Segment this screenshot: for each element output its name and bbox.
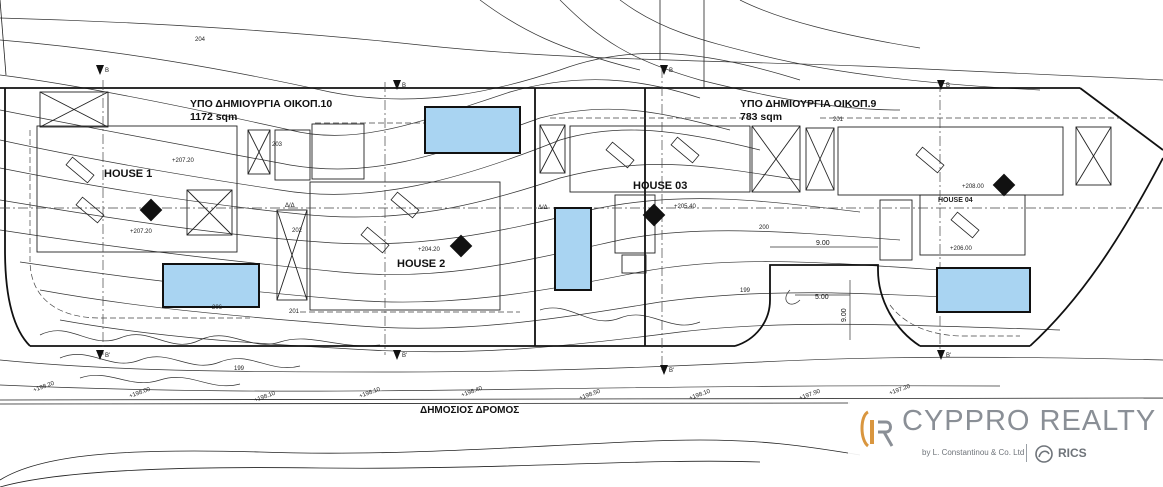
plot-10-name: ΥΠΟ ΔΗΜΙΟΥΡΓΙΑ ΟΙΚΟΠ.10 — [190, 98, 332, 110]
level-mark: Δ/Δ — [285, 203, 295, 209]
brand-name: CYPPRO REALTY — [902, 405, 1157, 437]
section-mark: B' — [946, 353, 951, 359]
level-mark: Δ/Δ — [538, 205, 548, 211]
road-level: +198.10 — [359, 387, 382, 400]
contour-label: 203 — [272, 142, 283, 148]
road-level: +198.10 — [689, 389, 712, 402]
pool-house-3 — [554, 207, 592, 291]
spot-level: +208.00 — [962, 184, 985, 190]
dimension-label: 5.00 — [815, 294, 829, 301]
road-level: +198.20 — [33, 381, 56, 394]
contour-label: 200 — [759, 225, 770, 231]
contour-label: 201 — [289, 309, 300, 315]
contour-label: 202 — [292, 228, 303, 234]
spot-level: +205.40 — [674, 204, 697, 210]
section-mark: B — [105, 68, 109, 74]
section-mark: B' — [105, 353, 110, 359]
contour-label: 199 — [234, 366, 245, 372]
section-markers — [96, 65, 945, 375]
pool-house-1 — [162, 263, 260, 308]
section-mark: B — [402, 83, 406, 89]
section-mark: B — [946, 83, 950, 89]
contour-lines — [0, 0, 1163, 392]
road-level: +198.00 — [129, 387, 152, 400]
section-mark: B' — [402, 353, 407, 359]
spot-level: +206.00 — [950, 246, 973, 252]
spot-level: +207.20 — [130, 229, 153, 235]
brand-divider — [1026, 444, 1027, 462]
dimension-lines — [770, 246, 878, 340]
dimension-label: 9.00 — [816, 240, 830, 247]
section-mark: B' — [669, 368, 674, 374]
house-2-label: HOUSE 2 — [397, 258, 445, 270]
pool-house-2 — [424, 106, 521, 154]
brand-logo-icon — [860, 410, 894, 448]
road-level: +198.40 — [461, 386, 484, 399]
rics-label: RICS — [1058, 446, 1087, 460]
spot-level: +204.20 — [418, 247, 441, 253]
contour-label: 204 — [195, 37, 206, 43]
pools — [162, 106, 1031, 313]
road-level: +198.10 — [254, 391, 277, 404]
road-level: +197.90 — [799, 389, 822, 402]
house-03-label: HOUSE 03 — [633, 180, 687, 192]
spot-level: +207.20 — [172, 158, 195, 164]
dimension-label: 9.00 — [841, 308, 848, 322]
building-outlines — [36, 91, 1112, 311]
road-level-labels: +198.20 +198.00 +198.10 +198.10 +198.40 … — [33, 381, 912, 404]
contour-label: 201 — [833, 117, 844, 123]
section-mark: B — [669, 68, 673, 74]
brand-subtitle: by L. Constantinou & Co. Ltd — [922, 448, 1025, 457]
plot-10-area: 1172 sqm — [190, 111, 237, 123]
loungers — [65, 136, 980, 254]
pool-house-4 — [936, 267, 1031, 313]
road-label: ΔΗΜΟΣΙΟΣ ΔΡΟΜΟΣ — [420, 405, 519, 416]
house-04-label: HOUSE 04 — [938, 197, 973, 204]
house-1-label: HOUSE 1 — [104, 168, 152, 180]
brand-watermark — [848, 401, 1148, 471]
contour-label: 206 — [212, 305, 223, 311]
contour-label: 199 — [740, 288, 751, 294]
plot-9-area: 783 sqm — [740, 111, 782, 123]
rics-lion-icon — [1035, 445, 1053, 463]
plot-9-name: ΥΠΟ ΔΗΜΙΟΥΡΓΙΑ ΟΙΚΟΠ.9 — [740, 98, 877, 110]
road-level: +198.50 — [579, 389, 602, 402]
